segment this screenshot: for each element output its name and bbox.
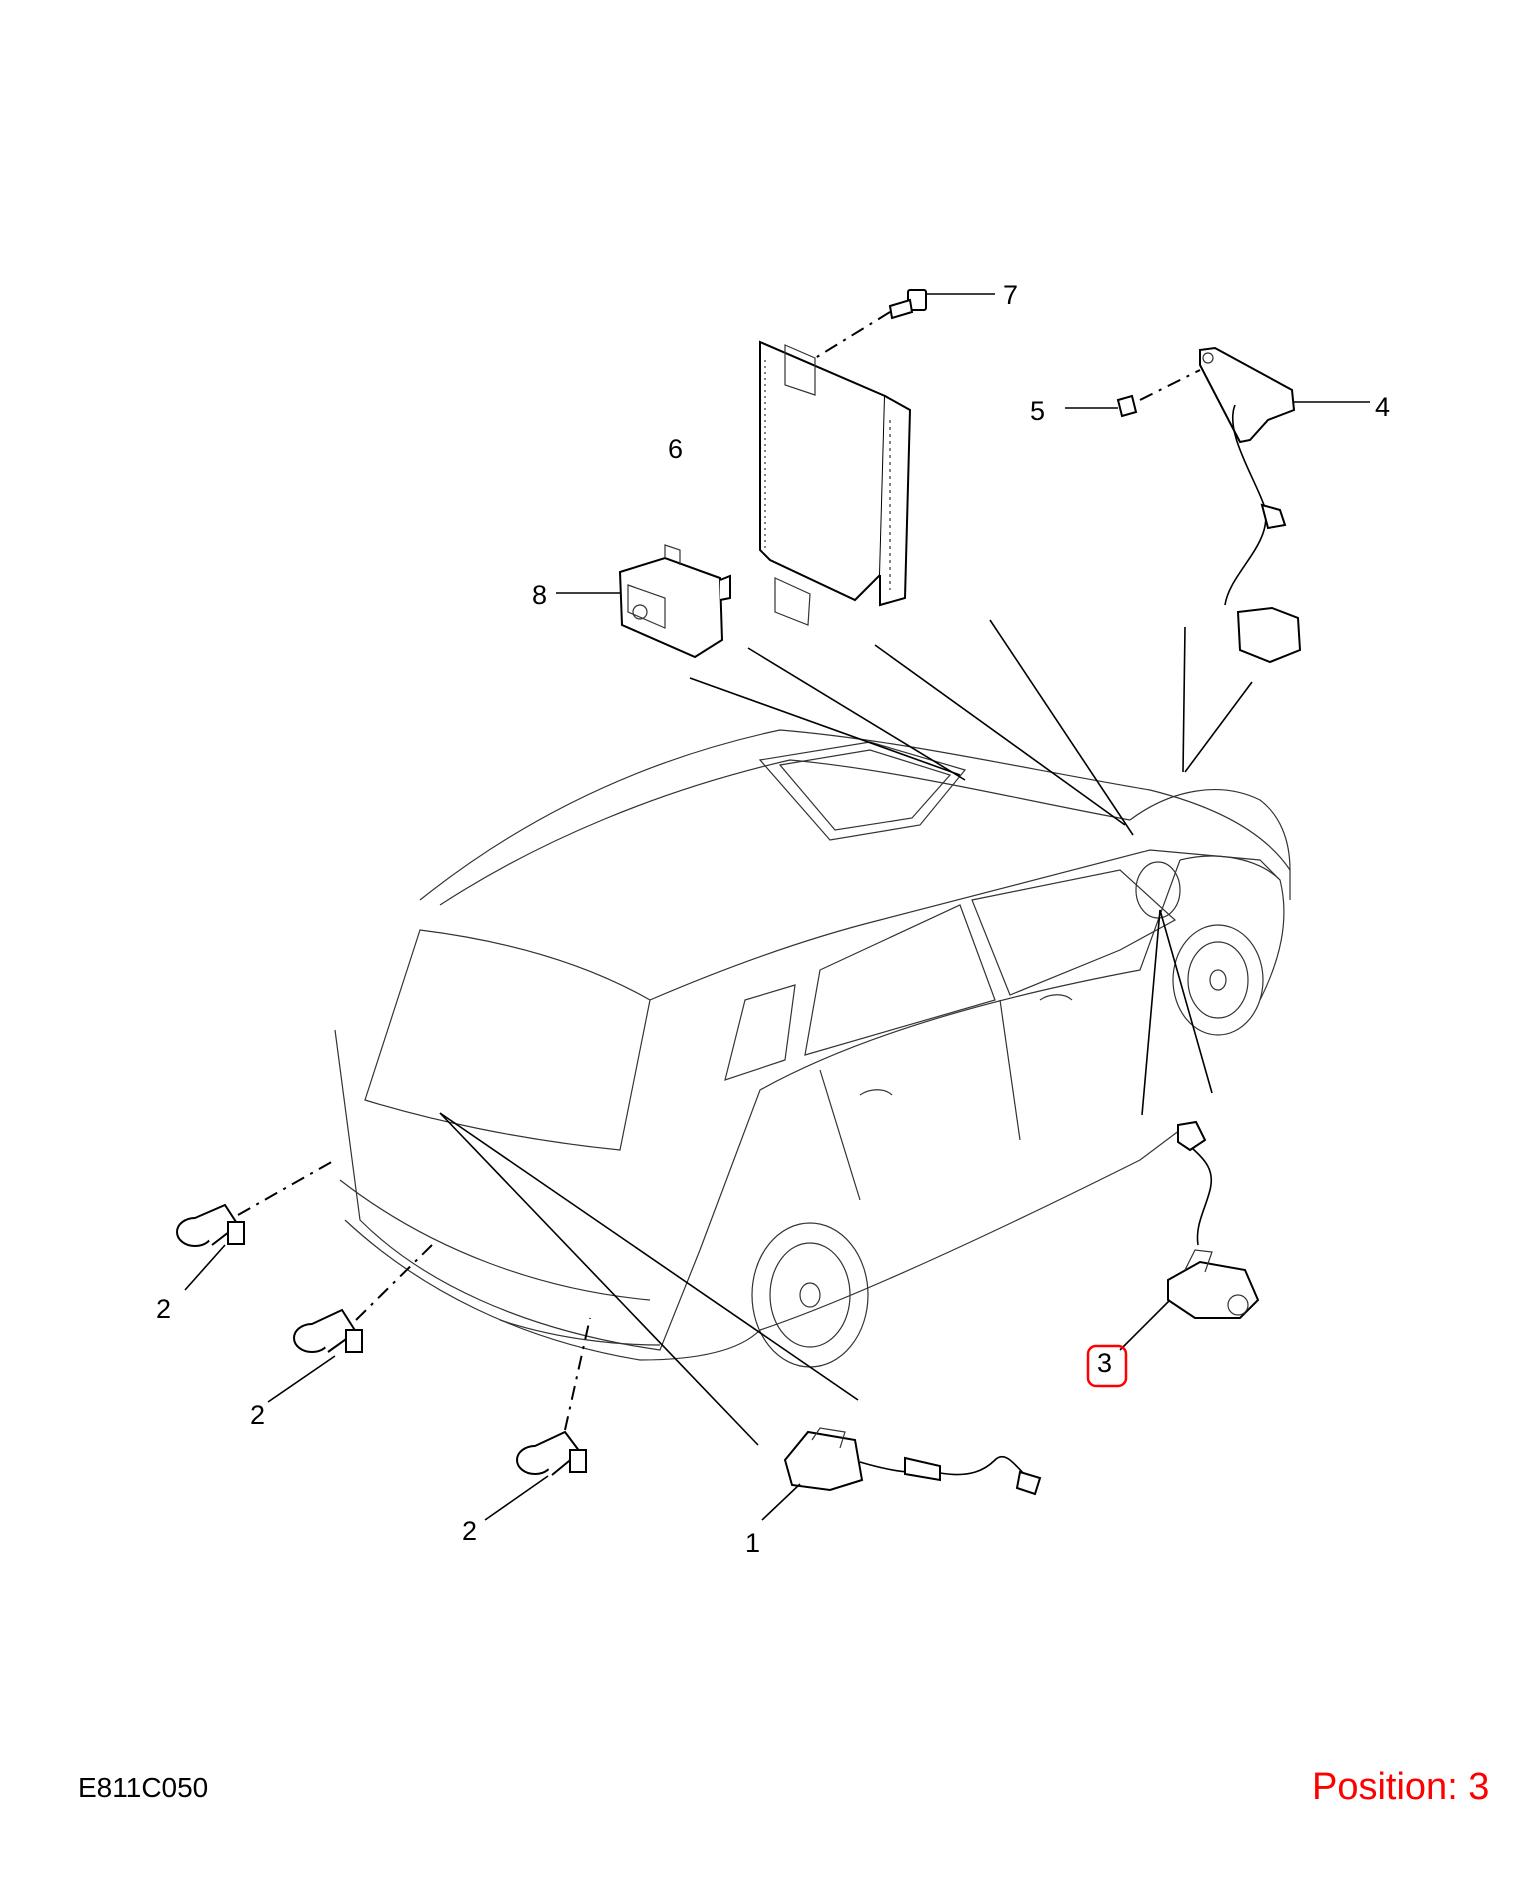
part-2-sensor-c[interactable]: [484, 1317, 591, 1521]
leader-lines: [439, 619, 1253, 1446]
position-indicator: Position: 3: [1312, 1766, 1490, 1808]
part-2-sensor-b[interactable]: [267, 1244, 433, 1403]
part-2-sensor-a[interactable]: [176, 1159, 336, 1291]
part-1-rear-camera[interactable]: [761, 1427, 1042, 1521]
callout-3-highlight: [1086, 1344, 1128, 1388]
callout-3[interactable]: 3: [1097, 1348, 1112, 1378]
callout-8[interactable]: 8: [532, 580, 547, 610]
part-6-control-module[interactable]: [759, 340, 912, 626]
callout-2-middle[interactable]: 2: [250, 1400, 265, 1430]
part-7-bolt[interactable]: [888, 289, 995, 320]
callout-2-left[interactable]: 2: [156, 1294, 171, 1324]
part-7-dash-line: [811, 311, 891, 361]
vehicle-outline: [334, 729, 1291, 1368]
part-3-side-camera[interactable]: [1119, 1120, 1260, 1351]
callouts: 7 6 5 4 8 2 2 2 1 3: [156, 280, 1390, 1558]
diagram-reference-code: E811C050: [78, 1772, 209, 1803]
callout-4[interactable]: 4: [1375, 392, 1390, 422]
part-4-bracket-harness[interactable]: [1199, 346, 1370, 664]
part-8-module[interactable]: [556, 544, 731, 659]
callout-1[interactable]: 1: [745, 1528, 760, 1558]
callout-6[interactable]: 6: [668, 434, 683, 464]
callout-7[interactable]: 7: [1003, 280, 1018, 310]
part-5-dash-line: [1139, 369, 1201, 401]
callout-5[interactable]: 5: [1030, 396, 1045, 426]
part-5-screw[interactable]: [1065, 394, 1138, 418]
callout-2-bottom[interactable]: 2: [462, 1516, 477, 1546]
